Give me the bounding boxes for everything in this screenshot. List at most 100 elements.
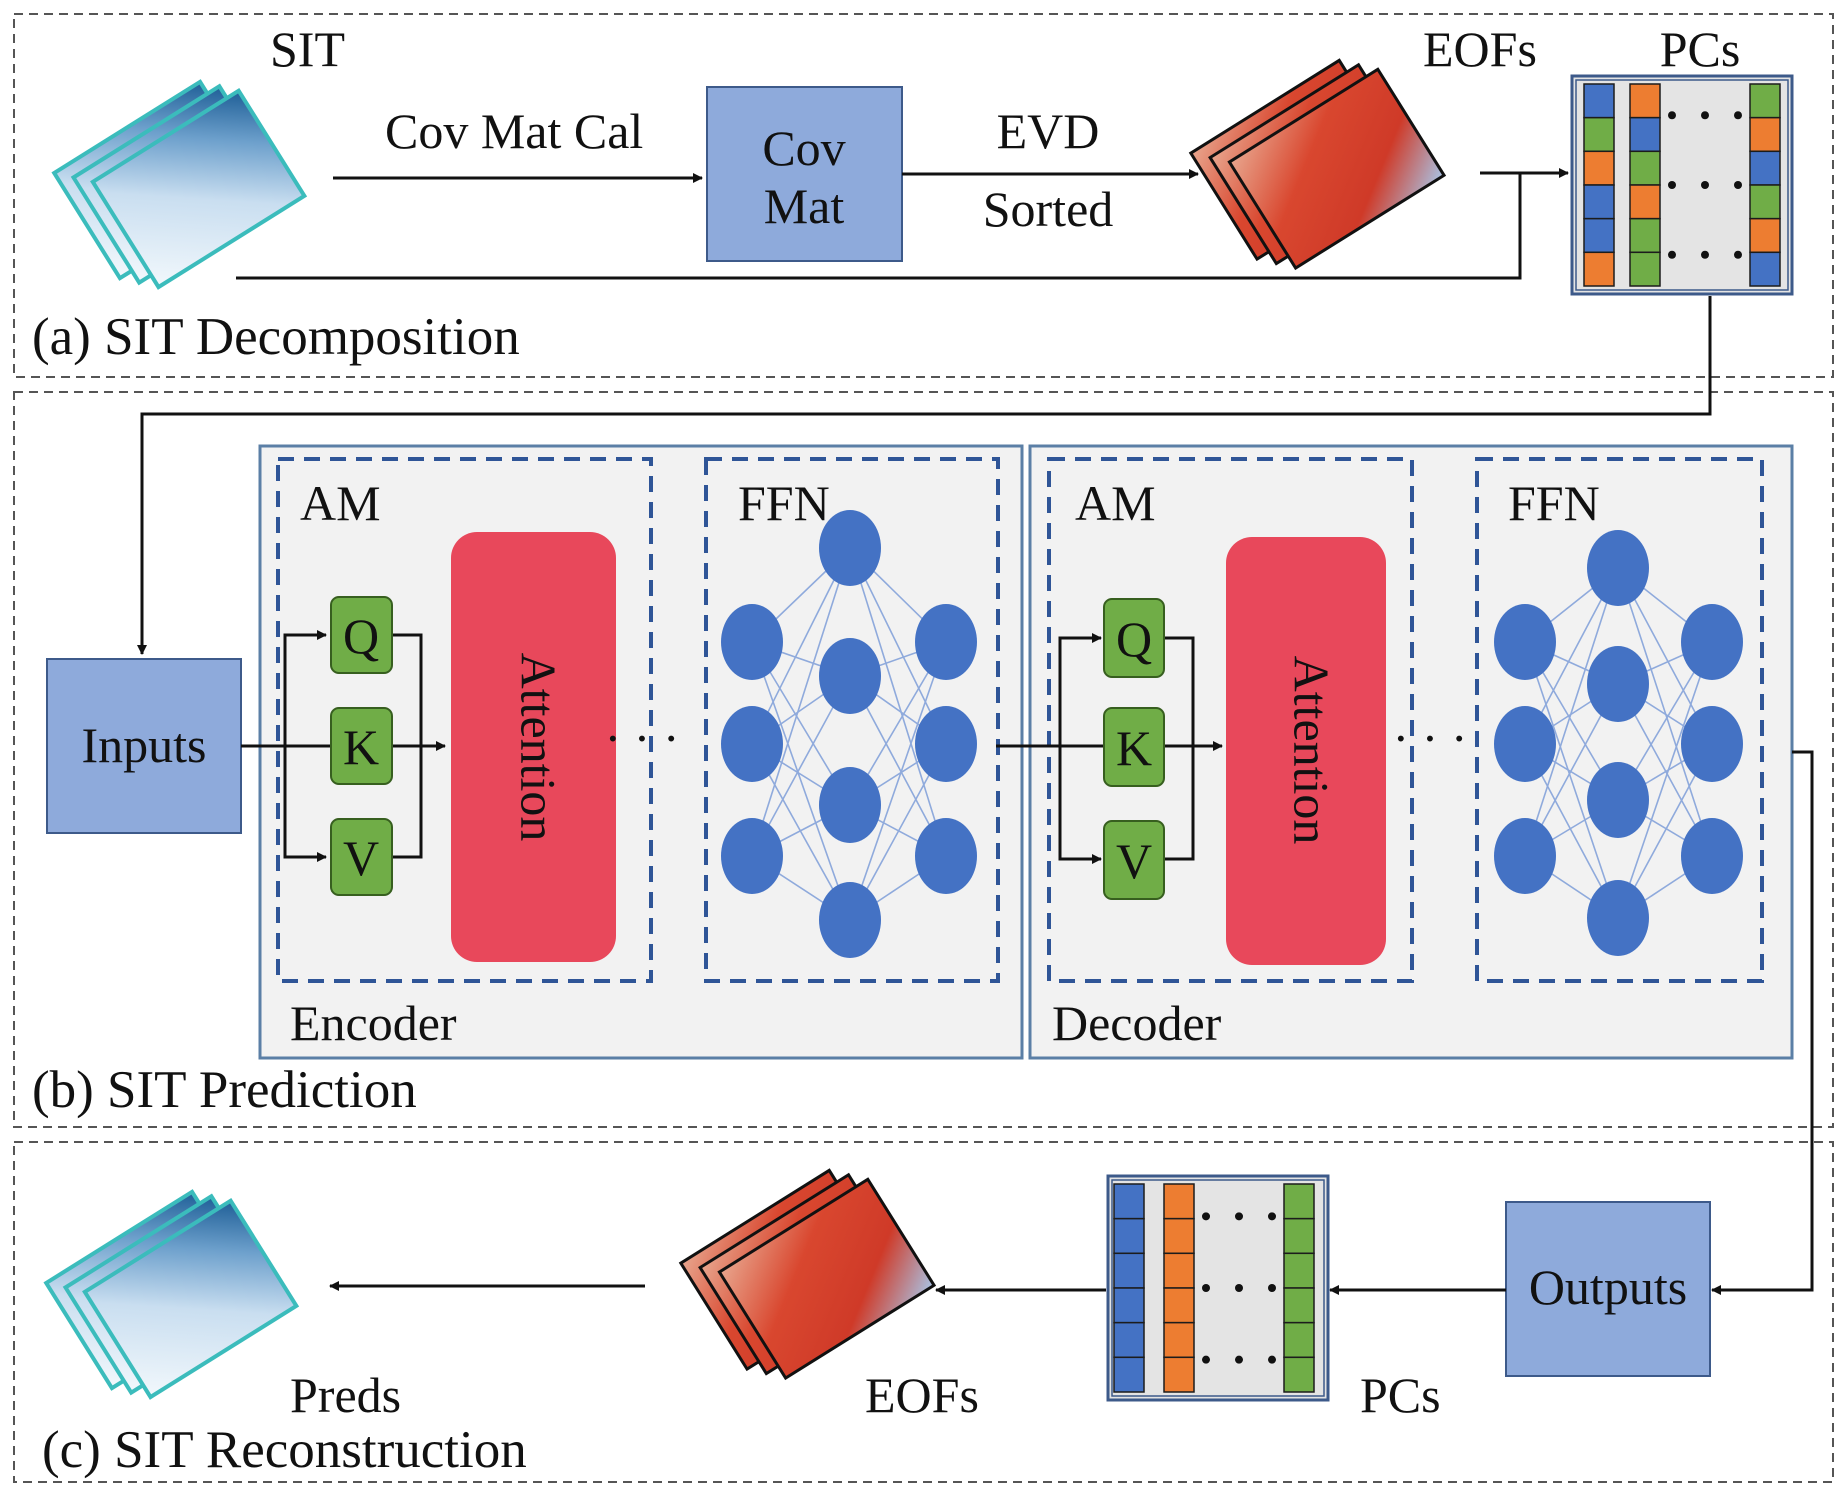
pc-cell <box>1113 1287 1145 1324</box>
ffn-edge <box>849 547 947 745</box>
ffn-node <box>819 882 881 958</box>
ffn-edge <box>849 547 947 857</box>
decoder-k-label: K <box>1116 720 1152 776</box>
ffn-node <box>915 818 977 894</box>
edge-dec-split-v <box>1058 746 1102 864</box>
pc-cell <box>1283 1252 1315 1289</box>
decoder-q-box <box>1103 598 1165 678</box>
covmat-line1: Cov <box>762 120 845 176</box>
decoder-ellipsis: · · · <box>1393 710 1468 766</box>
outputs-box <box>1505 1201 1711 1377</box>
pc-ellipsis-dot <box>1701 181 1709 189</box>
section-c-label: (c) SIT Reconstruction <box>42 1421 527 1479</box>
ffn-node <box>721 706 783 782</box>
encoder-q-box <box>330 596 393 674</box>
pc-cell <box>1113 1321 1145 1359</box>
eofs-stack-bottom <box>678 1168 937 1381</box>
ffn-node <box>1587 530 1649 606</box>
decoder-ffn-label: FFN <box>1508 475 1600 531</box>
sorted-label: Sorted <box>983 181 1114 237</box>
pc-cell <box>1163 1287 1195 1324</box>
ffn-node <box>1681 604 1743 680</box>
edge-v-merge <box>392 746 423 859</box>
pc-cell <box>1583 251 1615 287</box>
pc-cell <box>1749 184 1781 220</box>
encoder-v-box <box>330 818 393 896</box>
pc-ellipsis-dot <box>1235 1355 1243 1364</box>
sit-label: SIT <box>270 21 345 77</box>
decoder-k-box <box>1103 707 1165 787</box>
pc-cell <box>1163 1252 1195 1289</box>
decoder-attention-block <box>1226 537 1386 965</box>
pc-cell <box>1113 1183 1145 1220</box>
encoder-label: Encoder <box>290 995 457 1051</box>
edge-q-merge <box>392 633 423 746</box>
ffn-edge <box>1524 567 1619 857</box>
arrow-decoder-to-outputs <box>1711 750 1814 1295</box>
arrow-sit-bypass-to-pcs <box>236 173 1522 280</box>
pc-cell <box>1283 1217 1315 1255</box>
edge-dec-q-merge <box>1164 636 1195 746</box>
covmat-line2: Mat <box>764 178 845 234</box>
pc-cell <box>1283 1321 1315 1359</box>
pc-ellipsis-dot <box>1235 1284 1243 1292</box>
inputs-box <box>46 658 242 834</box>
pc-cell <box>1629 116 1661 153</box>
decoder-ffn-network <box>1494 530 1743 956</box>
decoder-am-box <box>1047 457 1414 983</box>
decoder-q-label: Q <box>1116 611 1152 667</box>
encoder-q-label: Q <box>343 608 379 664</box>
pc-cell <box>1283 1183 1315 1220</box>
ffn-node <box>1587 880 1649 956</box>
pc-ellipsis-dot <box>1701 111 1709 120</box>
pc-cell <box>1163 1321 1195 1359</box>
pc-ellipsis-dot <box>1734 181 1742 189</box>
ffn-node <box>819 767 881 843</box>
ffn-node <box>1494 818 1556 894</box>
evd-label: EVD <box>997 103 1100 159</box>
inputs-label: Inputs <box>82 717 207 773</box>
pc-cell <box>1163 1183 1195 1220</box>
pc-ellipsis-dot <box>1202 1284 1210 1292</box>
outputs-label: Outputs <box>1529 1259 1687 1315</box>
encoder-ffn-network <box>721 510 977 958</box>
pc-cell <box>1583 184 1615 220</box>
pc-cell <box>1629 83 1661 119</box>
section-c-frame <box>13 1141 1834 1483</box>
pc-ellipsis-dot <box>1202 1212 1210 1221</box>
pc-ellipsis-dot <box>1668 181 1676 189</box>
section-b-frame <box>13 391 1834 1128</box>
pcs-matrix-bottom <box>1106 1174 1330 1402</box>
pc-cell <box>1583 83 1615 119</box>
ffn-edge <box>1524 641 1619 919</box>
edge-split-q <box>283 630 327 746</box>
pc-cell <box>1749 150 1781 186</box>
encoder-ffn-box <box>704 457 1000 983</box>
eofs-stack-top <box>1188 58 1447 271</box>
pc-cell <box>1583 150 1615 186</box>
encoder-ellipsis: · · · <box>605 710 680 766</box>
pcs-label-top: PCs <box>1660 21 1741 77</box>
pc-matrix-inner-frame <box>1575 79 1789 291</box>
encoder-attention-block <box>451 532 616 962</box>
eofs-label-bottom: EOFs <box>865 1367 979 1423</box>
ffn-node <box>915 604 977 680</box>
decoder-attention-label: Attention <box>1284 656 1340 845</box>
ffn-node <box>1681 706 1743 782</box>
section-b-label: (b) SIT Prediction <box>32 1061 417 1119</box>
pc-cell <box>1163 1356 1195 1393</box>
ffn-edge <box>1617 641 1713 919</box>
encoder-am-label: AM <box>300 475 381 531</box>
encoder-k-label: K <box>343 719 379 775</box>
pc-matrix-inner-frame <box>1111 1179 1325 1397</box>
pc-cell <box>1583 217 1615 254</box>
preds-label: Preds <box>290 1367 401 1423</box>
pc-cell <box>1113 1217 1145 1255</box>
ffn-edge <box>751 547 851 745</box>
pc-cell <box>1749 116 1781 153</box>
pc-ellipsis-dot <box>1202 1355 1210 1364</box>
pc-ellipsis-dot <box>1701 250 1709 259</box>
ffn-edge <box>1617 567 1713 857</box>
decoder-v-label: V <box>1116 833 1152 889</box>
